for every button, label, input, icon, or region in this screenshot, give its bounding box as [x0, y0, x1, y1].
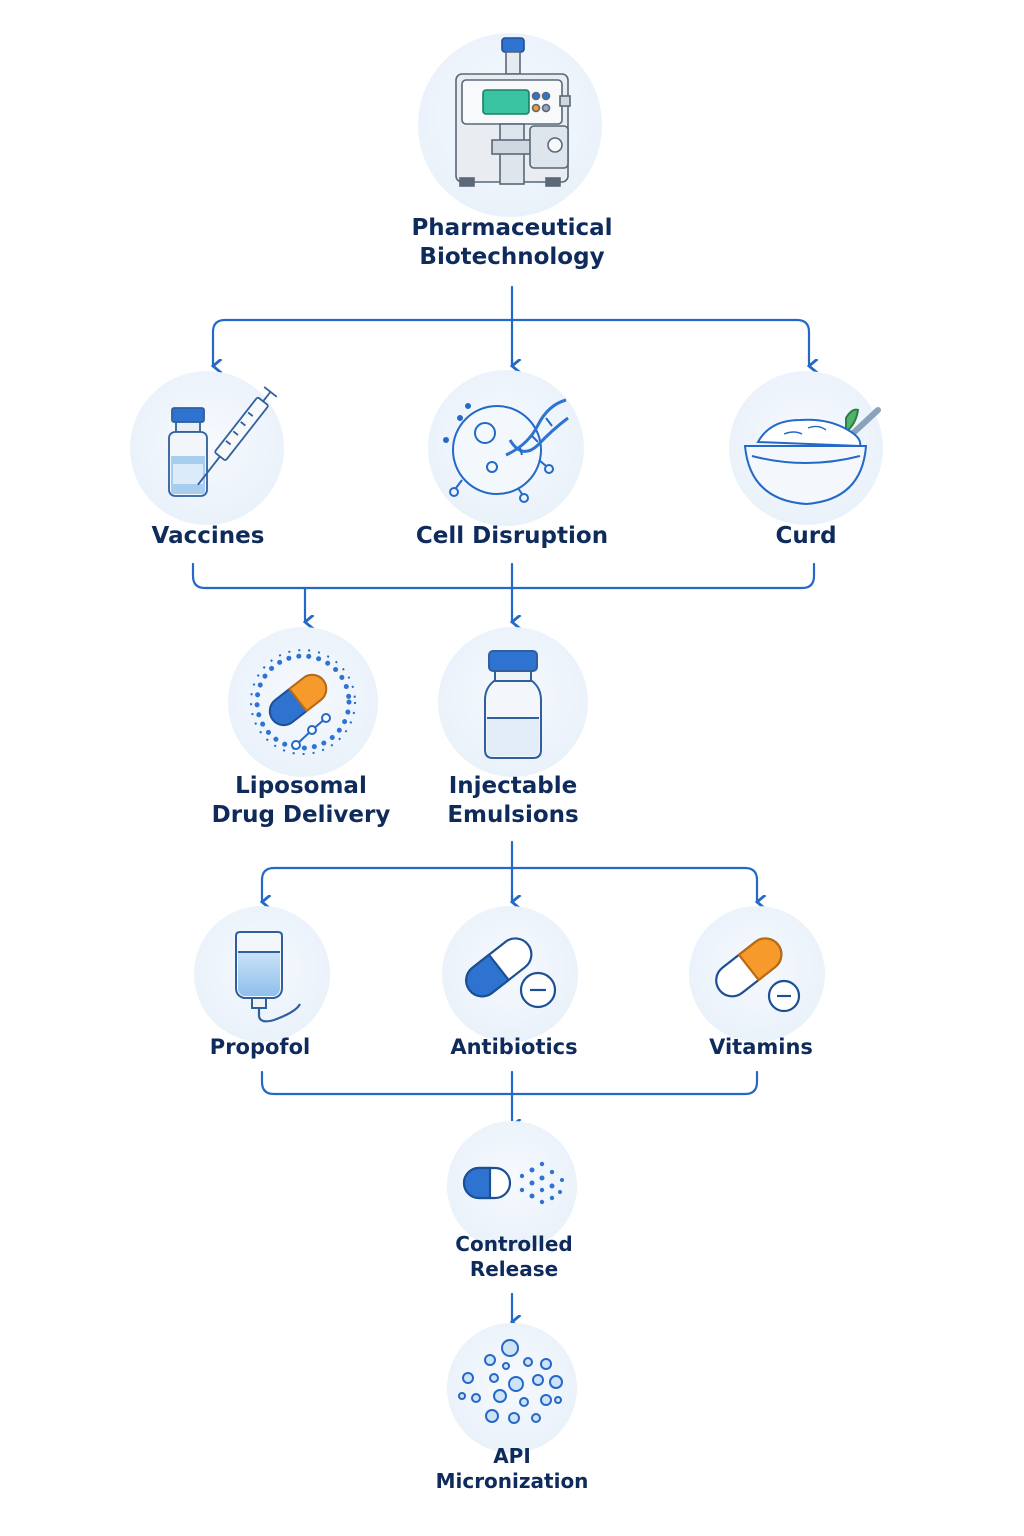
homogenizer-machine-icon — [455, 37, 571, 187]
label-vaccines: Vaccines — [88, 522, 328, 551]
connector-row4-bus — [260, 1070, 759, 1096]
connector-row3-bus — [260, 866, 759, 898]
label-pharma-line1: Pharmaceutical — [411, 215, 613, 241]
label-propofol: Propofol — [160, 1034, 360, 1060]
label-curd: Curd — [706, 522, 906, 551]
iv-bag-icon — [235, 931, 301, 1023]
label-pharma-line2: Biotechnology — [419, 243, 605, 270]
curd-bowl-icon — [743, 407, 881, 506]
label-controlled-release: Controlled Release — [414, 1232, 614, 1282]
label-cell-disruption: Cell Disruption — [372, 522, 652, 551]
emulsion-bottle-icon — [484, 650, 542, 759]
label-api-micronization: API Micronization — [402, 1444, 622, 1494]
label-curd-line1: Curd — [775, 523, 837, 549]
label-controlled-line2: Release — [469, 1257, 559, 1281]
label-injectable-emulsions: Injectable Emulsions — [398, 772, 628, 830]
cell-dna-icon — [443, 398, 569, 503]
label-api-line1: API — [493, 1444, 531, 1468]
label-vaccines-line1: Vaccines — [151, 523, 265, 549]
particles-icon — [458, 1339, 563, 1424]
label-vitamins: Vitamins — [661, 1034, 861, 1060]
label-propofol-line1: Propofol — [209, 1035, 311, 1059]
label-antibiotics-line1: Antibiotics — [450, 1035, 578, 1059]
liposome-capsule-icon — [250, 649, 356, 755]
connectors — [191, 285, 816, 1322]
controlled-icon-bg — [447, 1121, 577, 1251]
label-antibiotics: Antibiotics — [414, 1034, 614, 1060]
label-api-line2: Micronization — [435, 1469, 589, 1493]
connector-row1-bus — [211, 318, 811, 362]
label-controlled-line1: Controlled — [455, 1232, 573, 1256]
label-injectable-line2: Emulsions — [447, 801, 579, 828]
label-liposomal-drug-delivery: Liposomal Drug Delivery — [176, 772, 426, 830]
connector-row2-bus — [191, 562, 816, 590]
capsule-tablet-icon — [465, 937, 557, 1009]
label-liposomal-line2: Drug Delivery — [211, 801, 391, 828]
label-pharmaceutical-biotechnology: Pharmaceutical Biotechnology — [362, 214, 662, 272]
label-injectable-line1: Injectable — [448, 773, 578, 799]
label-cell-line1: Cell Disruption — [415, 523, 609, 549]
label-vitamins-line1: Vitamins — [709, 1035, 813, 1059]
label-liposomal-line1: Liposomal — [235, 773, 367, 799]
vial-and-syringe-icon — [168, 386, 278, 497]
release-capsule-icon — [462, 1161, 564, 1205]
vitamin-capsule-icon — [715, 937, 801, 1013]
